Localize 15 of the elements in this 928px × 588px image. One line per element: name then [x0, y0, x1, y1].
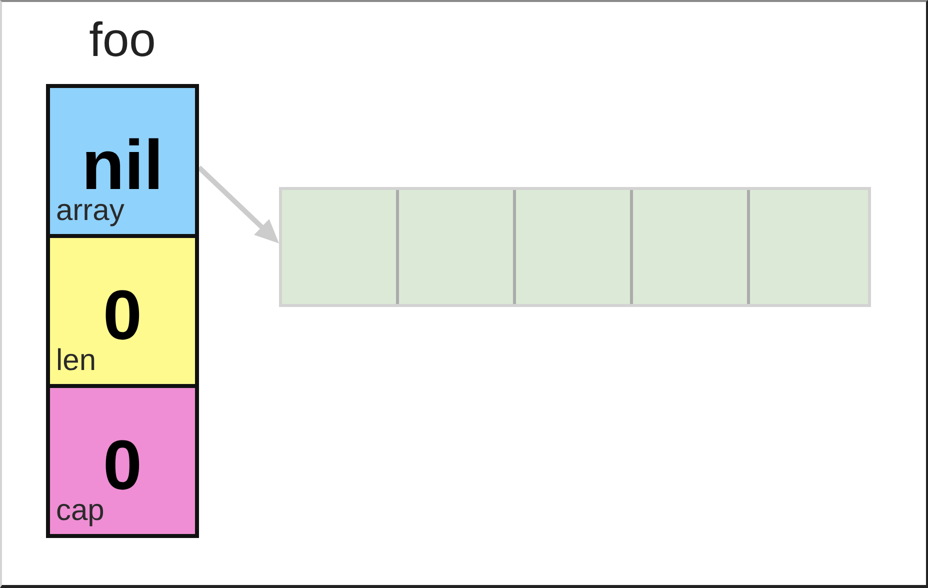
- arrow: [197, 166, 279, 244]
- array-slot: [282, 190, 399, 304]
- field-value: 0: [103, 430, 143, 500]
- field-name: len: [56, 346, 96, 376]
- field-value: 0: [102, 280, 143, 350]
- variable-name: foo: [88, 17, 157, 65]
- array-box: [279, 187, 871, 307]
- array-slot: [750, 190, 868, 304]
- field-name: cap: [56, 496, 104, 526]
- array-slot: [516, 190, 633, 304]
- array-slot: [399, 190, 516, 304]
- field-cell: [50, 88, 195, 238]
- field-cell: [50, 388, 195, 534]
- field-cell: [50, 238, 195, 388]
- array-slot: [633, 190, 750, 304]
